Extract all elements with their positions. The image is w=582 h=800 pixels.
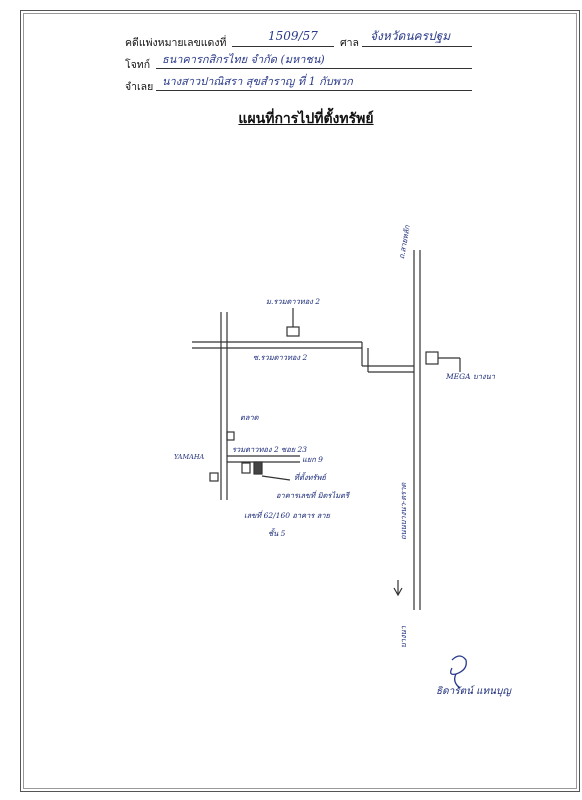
plaintiff-line xyxy=(156,68,472,69)
label-house-no: เลขที่ 62/160 อาคาร ลาย xyxy=(244,511,330,520)
page-border xyxy=(20,10,580,792)
page-border-inner xyxy=(23,13,577,789)
defendant-name: นางสาวปาณิสรา สุขสำราญ ที่ 1 กับพวก xyxy=(162,75,353,88)
case-number-row: คดีแพ่งหมายเลขแดงที่ xyxy=(125,34,226,51)
map-title: แผนที่การไปที่ตั้งทรัพย์ xyxy=(0,108,582,130)
label-market: ตลาด xyxy=(240,413,259,422)
mega-building-box xyxy=(425,351,439,365)
map-title-text: แผนที่การไปที่ตั้งทรัพย์ xyxy=(238,111,374,127)
signature-mark xyxy=(450,655,467,689)
label-building: อาคารเลขที่ มิตรไมตรี xyxy=(276,491,350,500)
label-soi: รวมดาวทอง 2 ซอย 23 xyxy=(232,445,308,454)
label-highway: ถนนบางนา-ตราด xyxy=(399,482,408,540)
village-building-box xyxy=(286,326,300,337)
yamaha-box xyxy=(209,472,219,482)
plaintiff-label: โจทก์ xyxy=(125,59,151,71)
label-mega: MEGA บางนา xyxy=(446,372,495,381)
property-pointer xyxy=(261,475,291,481)
case-number-label: คดีแพ่งหมายเลขแดงที่ xyxy=(125,37,227,49)
label-soi2: แยก 9 xyxy=(302,455,323,464)
court-label: ศาล xyxy=(340,37,359,49)
label-property: ที่ตั้งทรัพย์ xyxy=(294,473,326,482)
case-number-value: 1509/57 xyxy=(268,29,318,43)
plaintiff-name: ธนาคารกสิกรไทย จำกัด (มหาชน) xyxy=(162,53,325,66)
case-number-line xyxy=(232,46,334,47)
label-bangna: บางนา xyxy=(399,626,408,648)
property-box xyxy=(253,461,263,475)
label-village-top: ม.รวมดาวทอง 2 xyxy=(266,297,321,306)
down-arrow-head xyxy=(393,587,403,597)
court-line xyxy=(362,46,472,47)
label-village-road: ซ.รวมดาวทอง 2 xyxy=(253,353,308,362)
defendant-label: จำเลย xyxy=(125,81,154,93)
defendant-line xyxy=(156,90,472,91)
label-yamaha: YAMAHA xyxy=(174,453,205,461)
label-unit: ชั้น 5 xyxy=(268,529,286,538)
court-name: จังหวัดนครปฐม xyxy=(370,29,451,43)
market-box xyxy=(226,431,235,441)
building-box xyxy=(241,462,251,474)
signature-text: ธิดารัตน์ แทนบุญ xyxy=(436,686,511,697)
